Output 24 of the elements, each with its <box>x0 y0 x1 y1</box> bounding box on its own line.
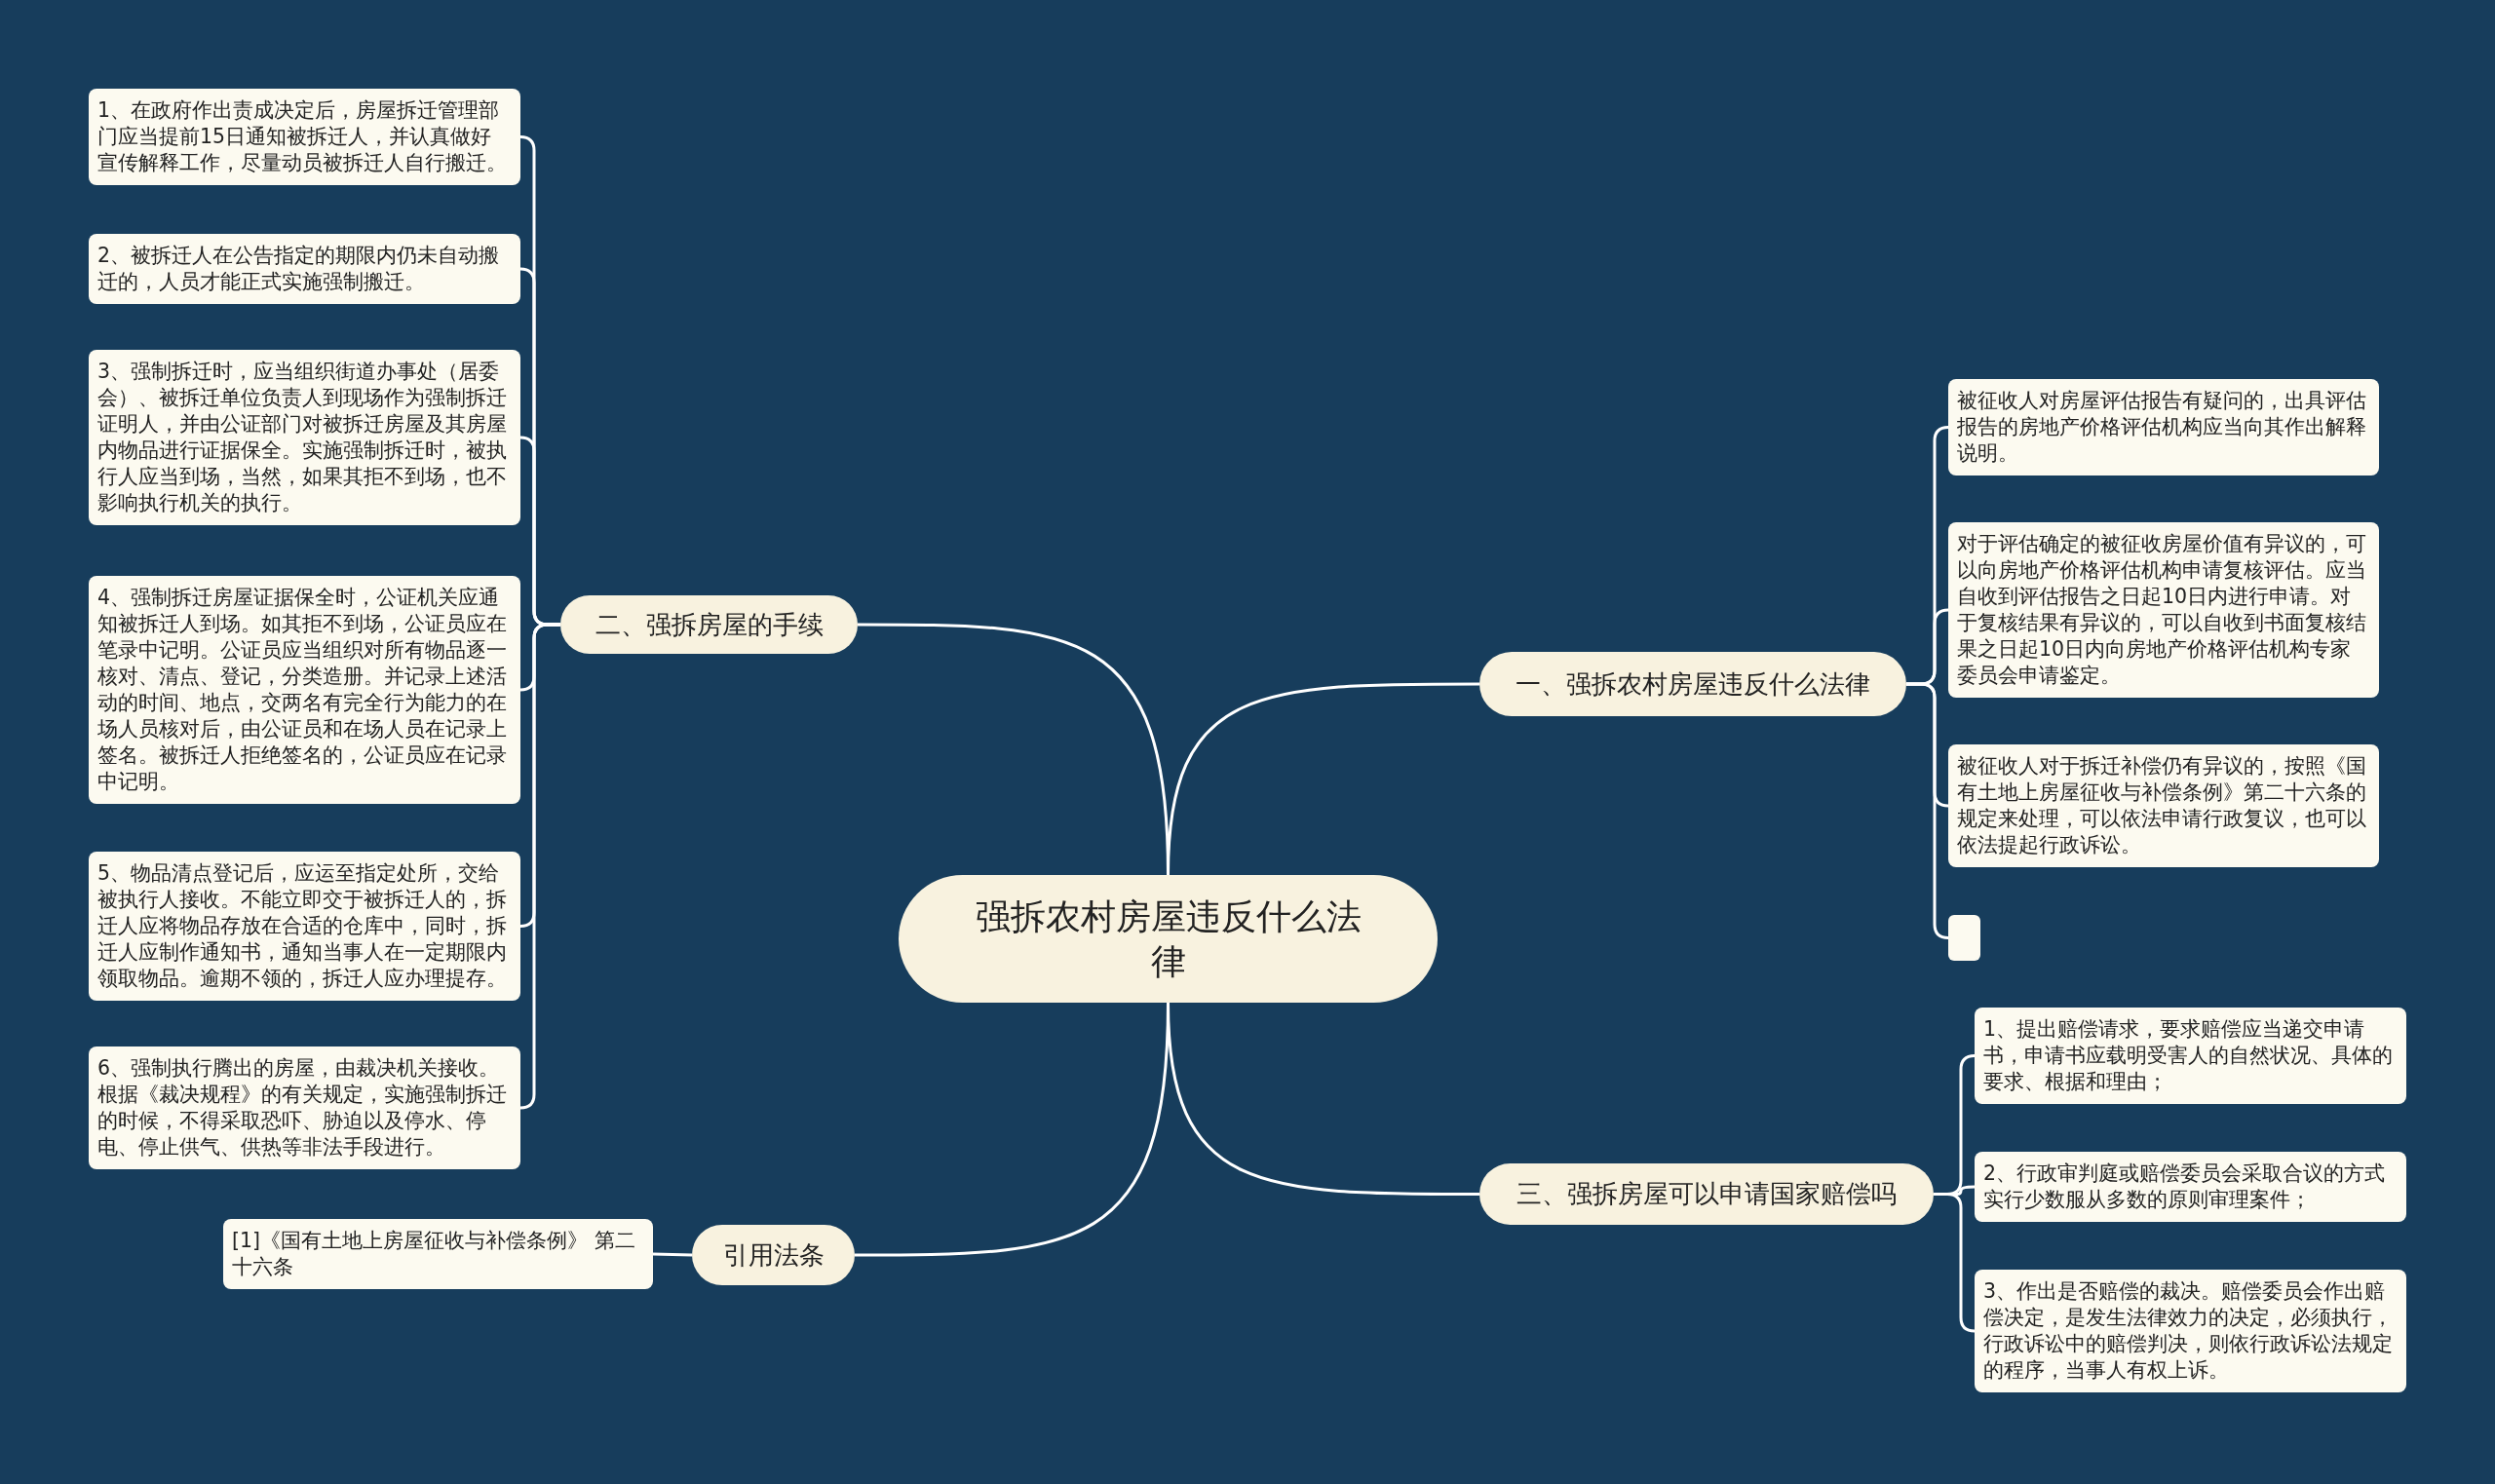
connector-line <box>1934 1193 1976 1333</box>
branch-topic: 一、强拆农村房屋违反什么法律 <box>1479 652 1906 716</box>
central-topic: 强拆农村房屋违反什么法律 <box>899 875 1438 1003</box>
note-box: 6、强制执行腾出的房屋，由裁决机关接收。根据《裁决规程》的有关规定，实施强制拆迁的时候，不得采取恐吓、胁迫以及停水、停电、停止供气、供热等非法手段进行。 <box>89 1046 520 1169</box>
note-box: 3、强制拆迁时，应当组织街道办事处（居委会）、被拆迁单位负责人到现场作为强制拆迁证明人，并由公证部门对被拆迁房屋及其房屋内物品进行证据保全。实施强制拆迁时，被执行人应当到场，当然，如果其拒不到场，也不影响执行机关的执行。 <box>89 350 520 525</box>
note-box: 1、提出赔偿请求，要求赔偿应当递交申请书，申请书应载明受害人的自然状况、具体的要求、根据和理由； <box>1975 1008 2406 1104</box>
note-box: 被征收人对于拆迁补偿仍有异议的，按照《国有土地上房屋征收与补偿条例》第二十六条的规定来处理，可以依法申请行政复议，也可以依法提起行政诉讼。 <box>1948 744 2379 867</box>
branch-topic: 二、强拆房屋的手续 <box>560 595 858 654</box>
connector-line <box>858 623 1170 876</box>
note-box: 5、物品清点登记后，应运至指定处所，交给被执行人接收。不能立即交于被拆迁人的，拆迁人应将物品存放在合适的仓库中，同时，拆迁人应制作通知书，通知当事人在一定期限内领取物品。逾期不领的，拆迁人应办理提存。 <box>89 852 520 1001</box>
connector-line <box>1906 682 1949 939</box>
connector-line <box>855 1002 1170 1257</box>
branch-topic: 三、强拆房屋可以申请国家赔偿吗 <box>1479 1163 1934 1225</box>
note-box: 3、作出是否赔偿的裁决。赔偿委员会作出赔偿决定，是发生法律效力的决定，必须执行，行政诉讼中的赔偿判决，则依行政诉讼法规定的程序，当事人有权上诉。 <box>1975 1270 2406 1392</box>
note-box: 2、行政审判庭或赔偿委员会采取合议的方式实行少数服从多数的原则审理案件； <box>1975 1152 2406 1222</box>
note-box: 4、强制拆迁房屋证据保全时，公证机关应通知被拆迁人到场。如其拒不到场，公证员应在笔录中记明。公证员应当组织对所有物品逐一核对、清点、登记，分类造册。并记录上述活动的时间、地点，交两名有完全行为能力的在场人员核对后，由公证员和在场人员在记录上签名。被拆迁人拒绝签名的，公证员应在记录中记明。 <box>89 576 520 804</box>
note-box: 对于评估确定的被征收房屋价值有异议的，可以向房地产价格评估机构申请复核评估。应当自收到评估报告之日起10日内进行申请。对于复核结果有异议的，可以自收到书面复核结果之日起10日内向房地产价格评估机构专家委员会申请鉴定。 <box>1948 522 2379 698</box>
note-box: [1]《国有土地上房屋征收与补偿条例》 第二十六条 <box>223 1219 653 1289</box>
connector-line <box>652 1252 693 1257</box>
branch-topic: 引用法条 <box>692 1225 855 1285</box>
empty-box <box>1948 915 1980 961</box>
note-box: 被征收人对房屋评估报告有疑问的，出具评估报告的房地产价格评估机构应当向其作出解释说明。 <box>1948 379 2379 476</box>
note-box: 2、被拆迁人在公告指定的期限内仍未自动搬迁的，人员才能正式实施强制搬迁。 <box>89 234 520 304</box>
note-box: 1、在政府作出责成决定后，房屋拆迁管理部门应当提前15日通知被拆迁人，并认真做好宣传解释工作，尽量动员被拆迁人自行搬迁。 <box>89 89 520 185</box>
